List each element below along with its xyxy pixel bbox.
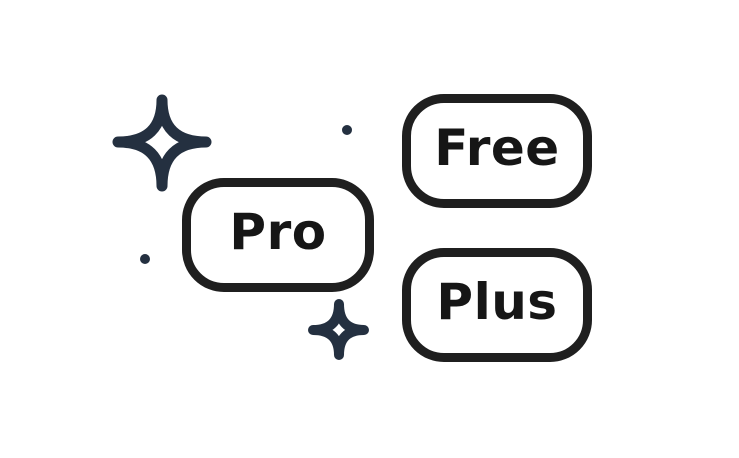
pro-badge-label: Pro xyxy=(229,203,327,261)
large-sparkle-icon xyxy=(112,94,212,192)
small-sparkle-icon xyxy=(308,299,369,360)
dot-icon xyxy=(140,254,150,264)
pro-badge: Pro xyxy=(182,178,374,292)
plus-badge-label: Plus xyxy=(436,273,558,331)
free-badge: Free xyxy=(402,94,592,208)
plus-badge: Plus xyxy=(402,248,592,362)
free-badge-label: Free xyxy=(434,119,560,177)
dot-icon xyxy=(342,125,352,135)
